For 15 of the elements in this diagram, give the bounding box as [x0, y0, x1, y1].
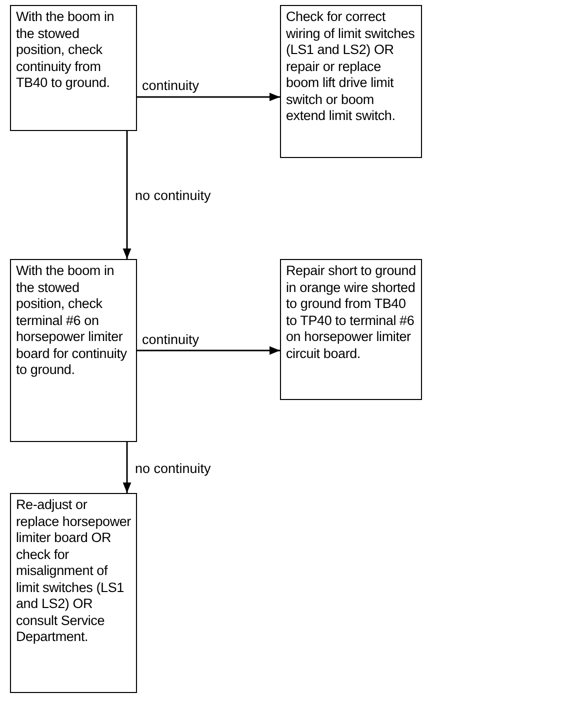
process-box — [10, 493, 137, 693]
process-box — [10, 5, 137, 131]
arrow — [137, 346, 280, 355]
arrow — [122, 131, 132, 259]
box-text: Check for correct wiring of limit switches (LS1 and LS2) OR repair or replace boom lift drive limit switch or boom extend limit switch. — [286, 9, 416, 124]
arrow — [122, 442, 132, 493]
box-text: With the boom in the stowed position, check continuity from TB40 to ground. — [16, 9, 116, 92]
box-text: With the boom in the stowed position, check terminal #6 on horsepower limiter board for continuity to ground. — [16, 263, 128, 378]
edge-label: no continuity — [134, 187, 212, 204]
box-text: Re-adjust or replace horsepower limiter board OR check for misalignment of limit switches (LS1 and LS2) OR consult Service Department. — [16, 497, 131, 646]
process-box — [280, 259, 422, 400]
box-text: Repair short to ground in orange wire shorted to ground from TB40 to TP40 to terminal #6 on horsepower limiter circuit board. — [286, 263, 416, 362]
process-box — [10, 259, 137, 442]
arrow — [137, 92, 280, 102]
process-box — [280, 5, 422, 158]
